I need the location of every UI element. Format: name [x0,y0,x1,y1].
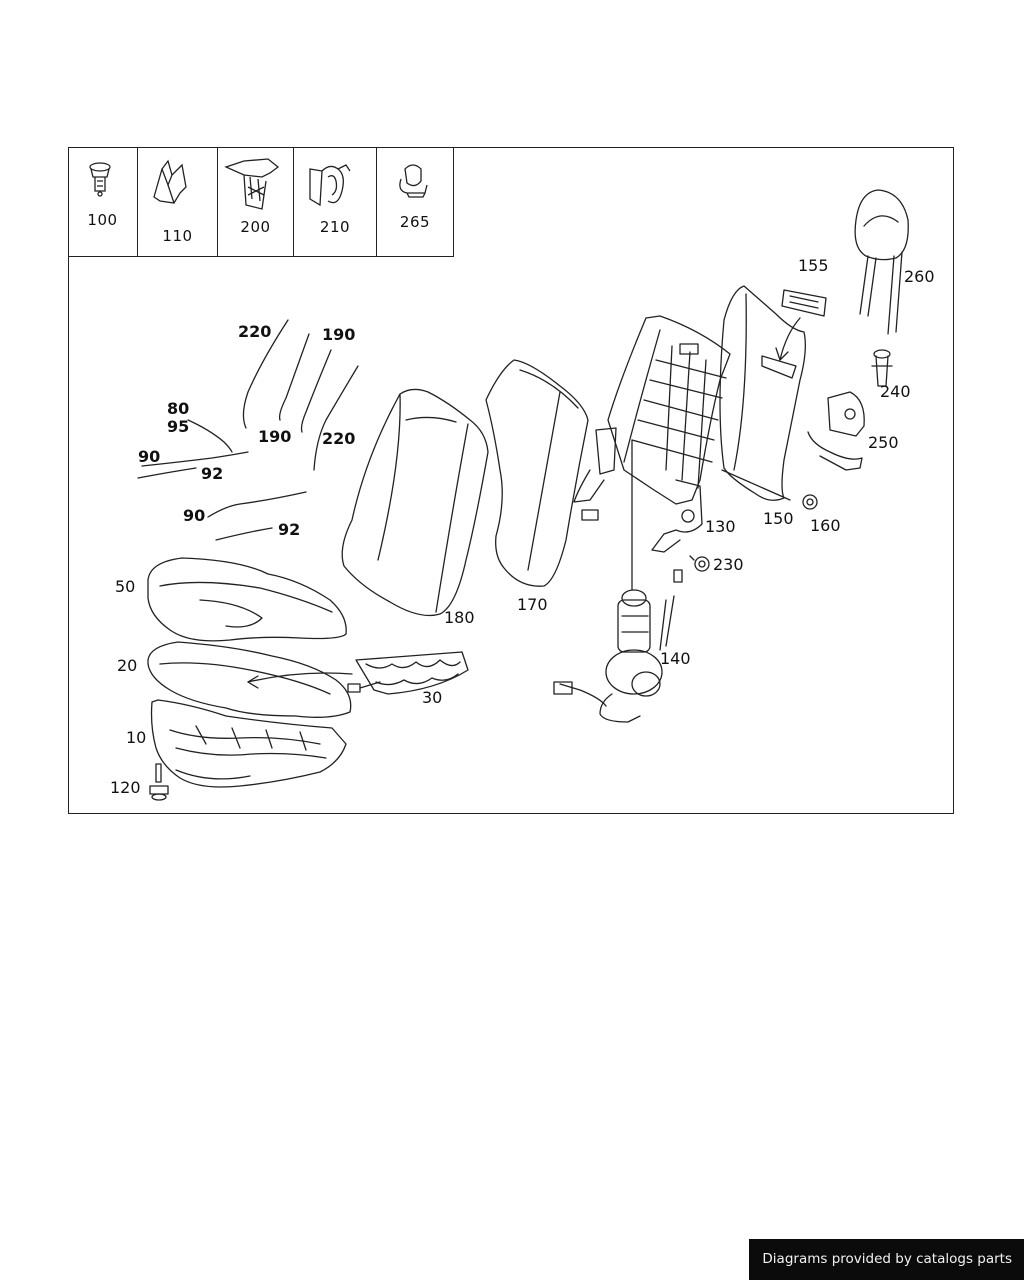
callout-10: 10 [126,728,147,747]
inset-label-110: 110 [162,227,193,245]
arrow-30 [247,672,353,683]
seat-frame-10 [150,699,347,788]
callout-90: 90 [138,447,161,466]
callout-160: 160 [810,516,841,535]
wire-80-95 [187,419,233,453]
inset-label-200: 200 [240,218,271,236]
callout-80: 80 [167,399,190,418]
inset-label-210: 210 [319,218,351,236]
callout-50: 50 [115,577,136,596]
backrest-foam-170 [485,359,589,587]
wire-90-b [207,491,307,518]
inset-110: 110 [138,147,218,257]
callout-230: 230 [713,555,744,574]
inset-row: 100 110 200 [68,147,454,257]
callout-250: 250 [868,433,899,452]
seat-cushion-20 [147,641,352,718]
backrest-panel-150 [719,285,806,501]
inset-210: 210 [294,147,377,257]
wire-190-mid [300,349,332,433]
spring-clip-icon [153,159,187,204]
callout-220: 220 [238,322,272,341]
callout-240: 240 [880,382,911,401]
hose-clip-icon [399,164,428,198]
callout-120: 120 [110,778,141,797]
callout-140: 140 [660,649,691,668]
callout-190: 190 [322,325,356,344]
inset-200: 200 [218,147,294,257]
wire-92-b [215,527,273,541]
inset-100: 100 [68,147,138,257]
wire-220-upper [242,319,289,429]
heater-mat-30 [355,651,469,695]
seat-cover-50 [147,557,347,642]
callout-220-lower: 220 [322,429,356,448]
headrest-guide-250 [807,391,865,471]
screw-160 [802,494,818,510]
bolt-120 [149,763,169,801]
wire-190-upper [278,333,310,421]
callout-150: 150 [763,509,794,528]
wire-220-lower [313,365,359,471]
callout-95: 95 [167,417,190,436]
backrest-cover-180 [341,388,489,617]
wire-90-92-a [141,451,249,467]
inset-265: 265 [377,147,454,257]
u-clip-icon [309,164,351,207]
callout-92: 92 [201,464,224,483]
callout-155: 155 [798,256,829,275]
diagram-frame [68,147,954,814]
callout-20: 20 [117,656,138,675]
vent-155 [781,289,827,317]
screw-230 [689,555,710,572]
callout-30: 30 [422,688,443,707]
credit-badge: Diagrams provided by catalogs parts [749,1239,1024,1280]
motor-140 [553,439,683,723]
callout-180: 180 [444,608,475,627]
inset-label-100: 100 [87,211,118,229]
callout-92-lower: 92 [278,520,301,539]
backrest-frame-130 [607,315,731,505]
inset-label-265: 265 [399,213,431,231]
callout-260: 260 [904,267,935,286]
wire-92-a [137,467,197,479]
callout-170: 170 [517,595,548,614]
callout-90-lower: 90 [183,506,206,525]
wire-clip-icon [224,158,280,210]
pin-240 [871,349,893,387]
push-clip-icon [89,162,111,197]
callout-190-lower: 190 [258,427,292,446]
headrest-260 [854,189,909,335]
callout-130: 130 [705,517,736,536]
